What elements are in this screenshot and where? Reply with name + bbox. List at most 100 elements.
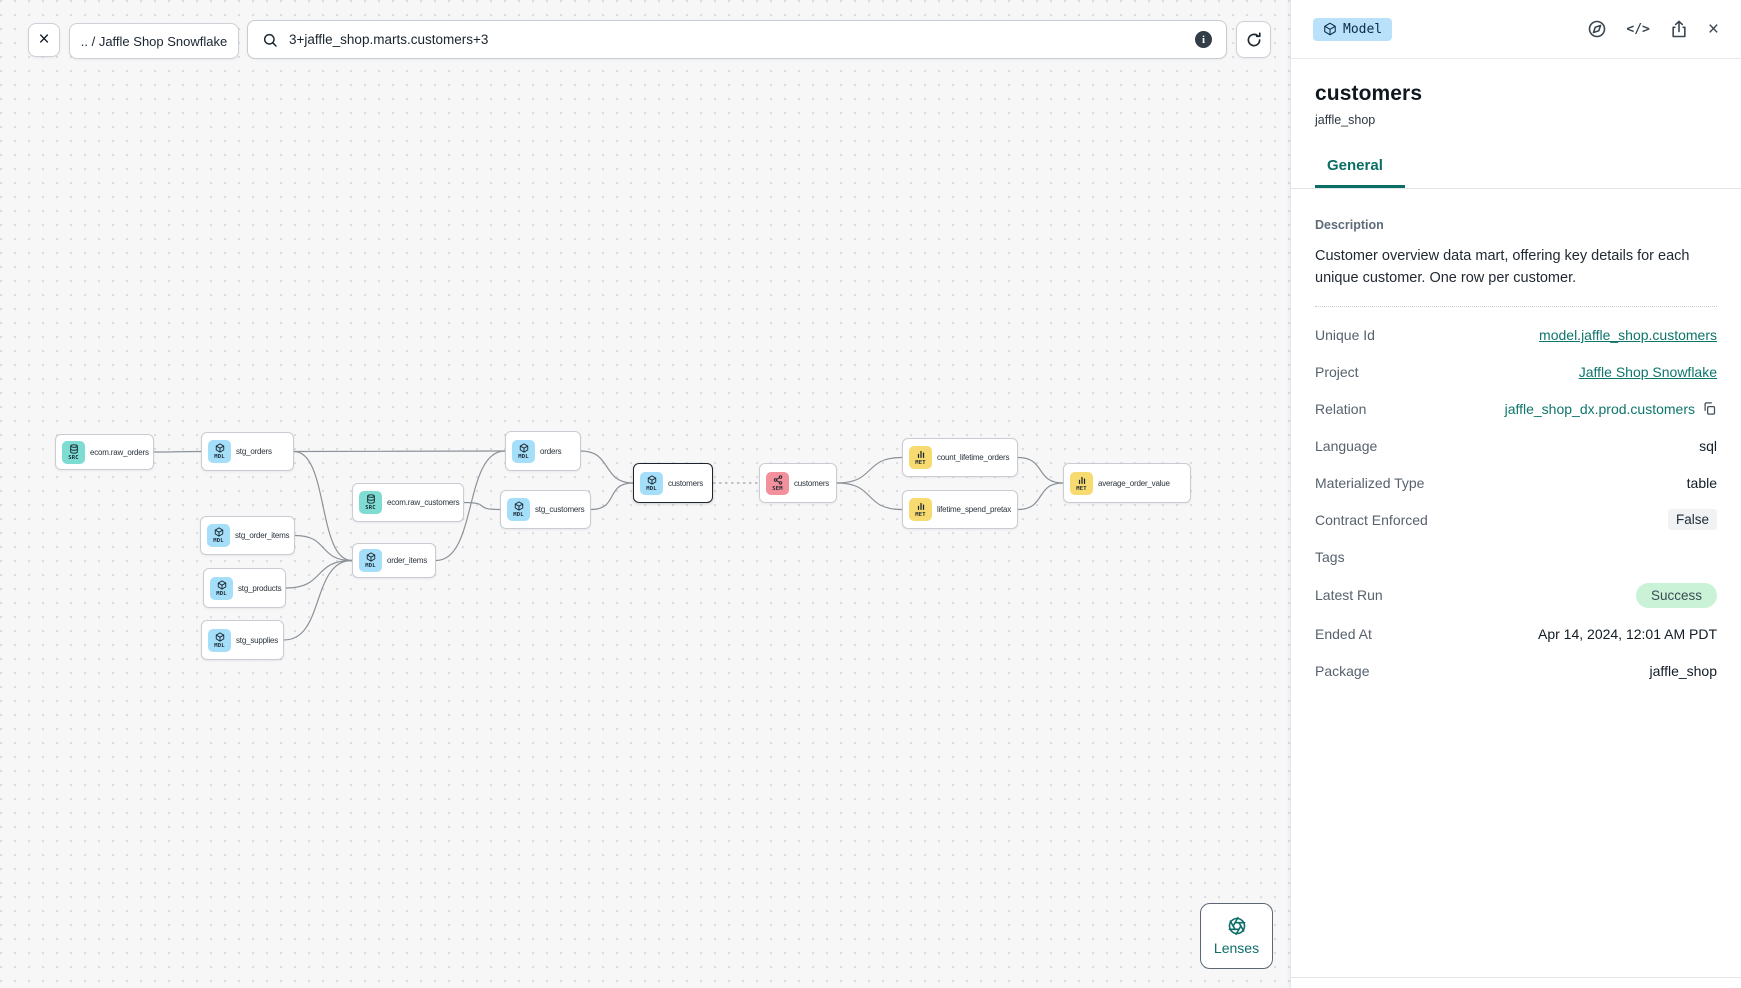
edge-order_items-to-orders <box>435 450 506 562</box>
field-value[interactable]: model.jaffle_shop.customers <box>1539 326 1717 343</box>
close-icon: × <box>38 29 50 50</box>
edge-customers_sem-to-lifetime_spend_pretax <box>836 482 903 511</box>
field-row-package: Package jaffle_shop <box>1315 660 1717 682</box>
model-cube-icon: MDL <box>208 440 231 463</box>
field-row-tags: Tags <box>1315 546 1717 568</box>
edge-orders-to-customers <box>580 450 634 484</box>
node-label: average_order_value <box>1098 478 1170 488</box>
description-text: Customer overview data mart, offering ke… <box>1315 248 1690 287</box>
model-cube-icon: MDL <box>507 498 530 521</box>
field-label: Package <box>1315 662 1370 679</box>
edge-stg_order_items-to-order_items <box>294 534 353 562</box>
model-cube-icon: MDL <box>208 628 231 652</box>
dag-node-lifetime-spend-pretax[interactable]: MET lifetime_spend_pretax <box>902 490 1018 529</box>
tabs-divider <box>1291 188 1741 189</box>
field-label: Tags <box>1315 548 1345 565</box>
node-label: stg_products <box>238 583 282 593</box>
dag-node-average-order-value[interactable]: MET average_order_value <box>1063 463 1191 503</box>
lineage-edges <box>153 450 1064 641</box>
copy-icon[interactable] <box>1702 401 1717 416</box>
field-value: jaffle_shop <box>1649 662 1717 679</box>
field-label: Latest Run <box>1315 587 1383 604</box>
search-input[interactable] <box>287 31 1186 48</box>
dag-node-stg-supplies[interactable]: MDL stg_supplies <box>201 620 284 660</box>
panel-header: Model </> × <box>1291 0 1741 59</box>
database-icon: SRC <box>62 440 85 464</box>
metric-chart-icon: MET <box>1070 471 1093 495</box>
panel-footer <box>1291 977 1741 988</box>
edge-count_lifetime_orders-to-average_order_value <box>1017 456 1064 484</box>
node-label: stg_order_items <box>235 531 290 540</box>
breadcrumb-label: .. / Jaffle Shop Snowflake <box>80 33 228 49</box>
field-label: Relation <box>1315 400 1367 417</box>
field-label: Materialized Type <box>1315 474 1425 491</box>
details-panel: Model </> × customers jaffle_shop <box>1290 0 1741 988</box>
share-icon[interactable] <box>1669 19 1689 39</box>
model-cube-icon: MDL <box>207 524 230 547</box>
close-lineage-button[interactable]: × <box>28 23 60 57</box>
metric-chart-icon: MET <box>909 498 932 521</box>
database-icon: SRC <box>359 491 382 514</box>
field-value: table <box>1686 474 1717 491</box>
model-cube-icon <box>1324 22 1336 36</box>
field-row-materialized-type: Materialized Type table <box>1315 472 1717 494</box>
dag-node-raw-orders[interactable]: SRC ecom.raw_orders <box>55 434 154 470</box>
node-label: ecom.raw_orders <box>90 447 149 457</box>
status-badge: Success <box>1635 582 1717 608</box>
refresh-button[interactable] <box>1236 21 1271 58</box>
node-label: stg_supplies <box>236 635 279 645</box>
package-subtitle: jaffle_shop <box>1315 113 1376 127</box>
field-value: Apr 14, 2024, 12:01 AM PDT <box>1538 625 1717 642</box>
node-label: orders <box>540 446 562 456</box>
edge-raw_customers-to-stg_customers <box>463 501 501 511</box>
edge-stg_customers-to-customers <box>590 482 634 511</box>
aperture-icon <box>1227 916 1247 936</box>
model-cube-icon: MDL <box>359 549 382 572</box>
field-value: False <box>1667 509 1717 531</box>
dotted-divider <box>1315 305 1717 307</box>
node-label: customers <box>668 478 704 488</box>
metric-chart-icon: MET <box>909 446 932 469</box>
semantic-share-icon: SEM <box>766 471 789 495</box>
info-icon[interactable]: i <box>1195 31 1212 48</box>
breadcrumb[interactable]: .. / Jaffle Shop Snowflake <box>69 23 239 59</box>
edge-stg_orders-to-orders <box>293 450 506 453</box>
dag-node-stg-orders[interactable]: MDL stg_orders <box>201 432 294 471</box>
edge-stg_products-to-order_items <box>285 559 353 589</box>
search-bar[interactable]: i <box>247 20 1227 59</box>
dag-node-customers-sem[interactable]: SEM customers <box>759 463 837 503</box>
edge-lifetime_spend_pretax-to-average_order_value <box>1017 482 1064 511</box>
dag-node-raw-customers[interactable]: SRC ecom.raw_customers <box>352 483 464 522</box>
panel-tabs: General <box>1315 157 1717 188</box>
edge-raw_orders-to-stg_orders <box>153 450 202 453</box>
compass-icon[interactable] <box>1587 19 1607 39</box>
code-icon[interactable]: </> <box>1626 21 1650 37</box>
close-panel-icon[interactable]: × <box>1707 18 1719 40</box>
field-value[interactable]: Jaffle Shop Snowflake <box>1578 363 1717 380</box>
node-label: ecom.raw_customers <box>387 498 460 507</box>
node-label: stg_customers <box>535 505 585 514</box>
dag-node-stg-order-items[interactable]: MDL stg_order_items <box>200 516 295 555</box>
node-label: stg_orders <box>236 447 272 456</box>
description-label: Description <box>1315 218 1384 232</box>
tab-general[interactable]: General <box>1315 157 1405 188</box>
node-label: lifetime_spend_pretax <box>937 505 1012 514</box>
field-value: sql <box>1699 437 1717 454</box>
field-row-latest-run: Latest Run Success <box>1315 582 1717 608</box>
node-label: customers <box>794 478 830 488</box>
edge-stg_orders-to-order_items <box>293 450 353 562</box>
lenses-label: Lenses <box>1213 940 1260 956</box>
dag-node-stg-customers[interactable]: MDL stg_customers <box>500 490 591 529</box>
lenses-button[interactable]: Lenses <box>1200 903 1273 969</box>
